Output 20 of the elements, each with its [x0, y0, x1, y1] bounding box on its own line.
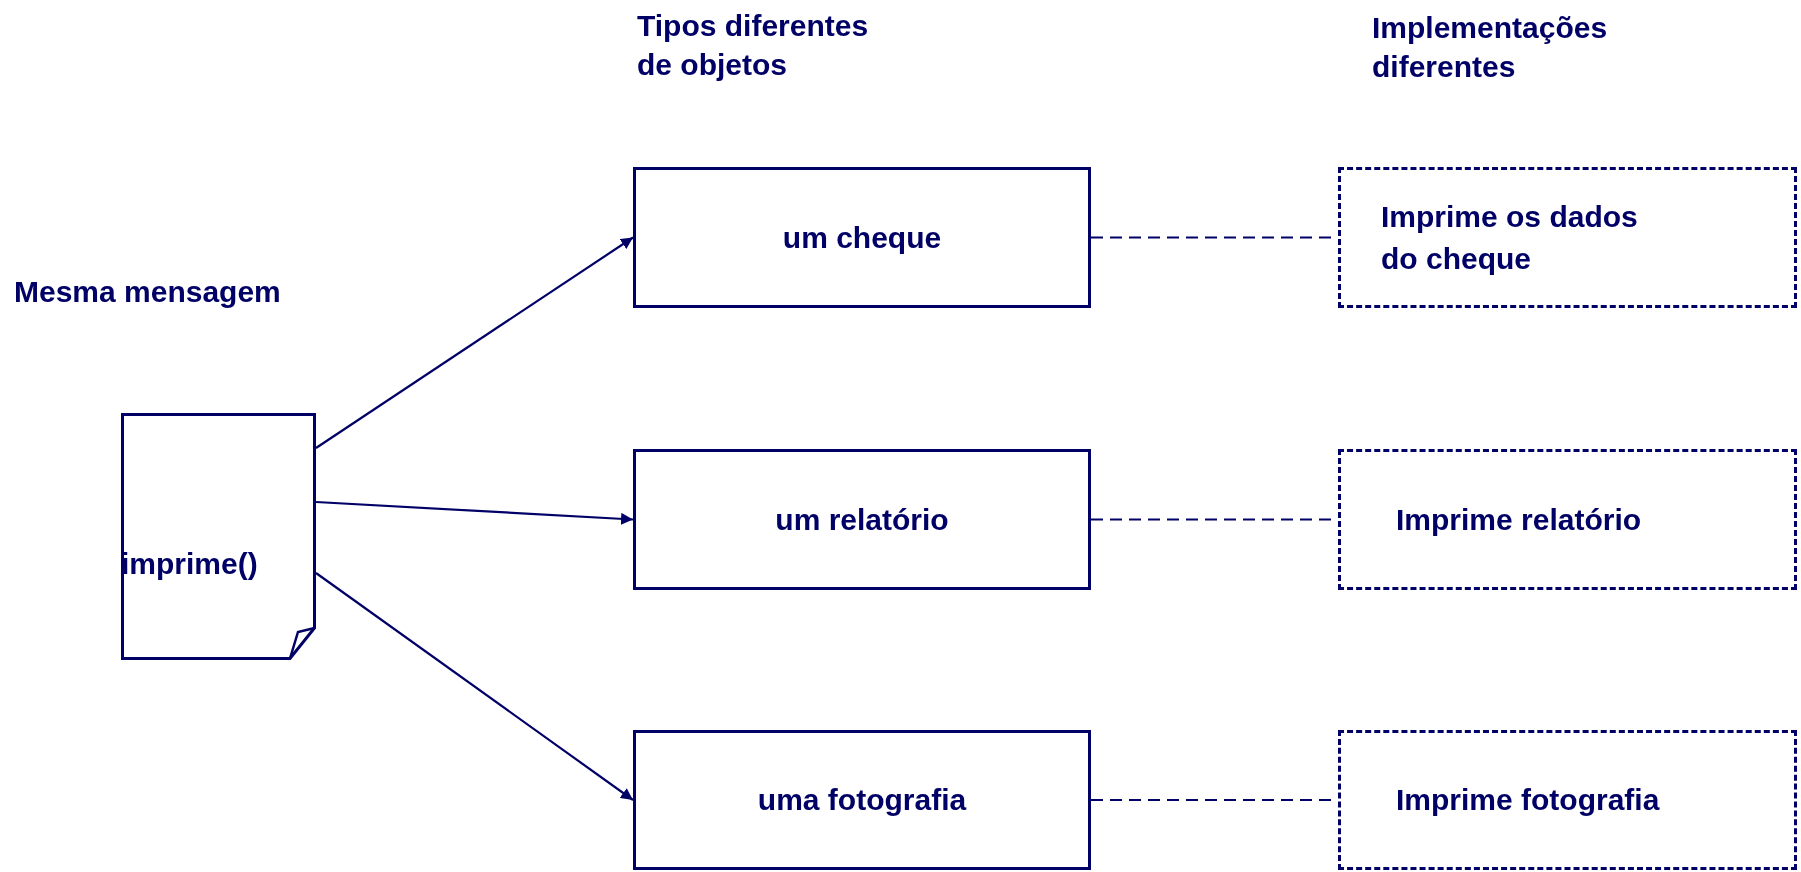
- arrow: [315, 500, 634, 525]
- node-text: Imprime relatório: [1396, 501, 1642, 538]
- note-shape: [121, 413, 316, 660]
- node-text: imprime(): [121, 546, 258, 582]
- heading-label: Tipos diferentes de objetos: [637, 8, 870, 83]
- heading-label: Mesma mensagem: [14, 274, 282, 310]
- node-text: uma fotografia: [757, 782, 967, 818]
- object-box: [633, 449, 1091, 590]
- arrow: [315, 236, 634, 449]
- implementation-box: [1338, 449, 1797, 590]
- implementation-box: [1338, 730, 1797, 870]
- node-text: um relatório: [775, 501, 949, 538]
- node-text: um cheque: [782, 219, 942, 256]
- implementation-box: [1338, 167, 1797, 308]
- heading-label: Implementações diferentes: [1372, 10, 1609, 85]
- node-text: Imprime os dados do cheque: [1381, 198, 1639, 277]
- object-box: [633, 167, 1091, 308]
- arrow: [315, 572, 634, 801]
- node-text: Imprime fotografia: [1396, 782, 1660, 818]
- object-box: [633, 730, 1091, 870]
